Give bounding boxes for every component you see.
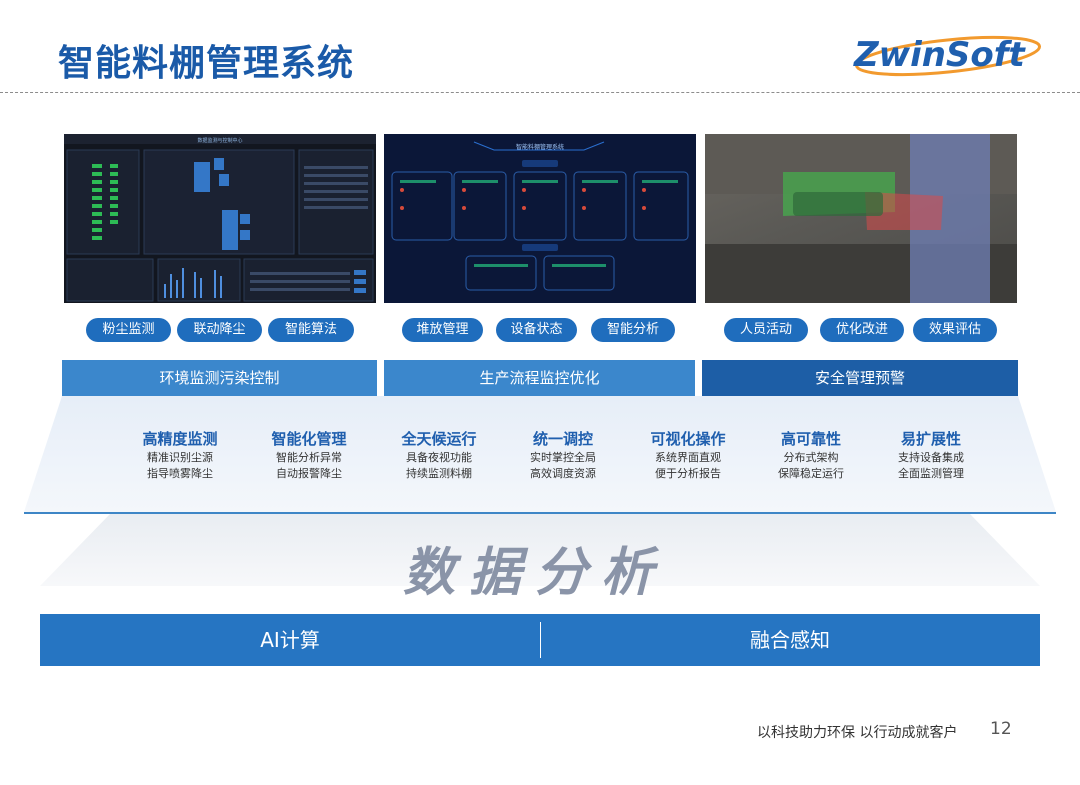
bar-separator (540, 622, 541, 658)
tag-personnel-activity: 人员活动 (724, 318, 808, 342)
band-safety-warning: 安全管理预警 (702, 360, 1018, 396)
management-screenshot: 智能料棚管理系统 (384, 134, 696, 303)
feature-title: 可视化操作 (650, 430, 726, 448)
band-production-monitoring: 生产流程监控优化 (384, 360, 695, 396)
feature-line: 精准识别尘源 (147, 451, 213, 464)
ai-computing-label: AI计算 (260, 628, 320, 652)
tag-effect-evaluation: 效果评估 (913, 318, 997, 342)
feature-line: 全面监测管理 (898, 467, 964, 480)
feature-title: 易扩展性 (900, 430, 961, 448)
feature-title: 全天候运行 (401, 430, 477, 448)
feature-title: 统一调控 (532, 430, 593, 448)
data-analysis-heading: 数据分析 (402, 543, 667, 603)
feature-intelligent-management: 智能化管理 智能分析异常 自动报警降尘 (249, 428, 369, 482)
footer-slogan: 以科技助力环保 以行动成就客户 (757, 725, 958, 741)
feature-line: 自动报警降尘 (276, 467, 342, 480)
feature-line: 保障稳定运行 (778, 467, 844, 480)
feature-line: 系统界面直观 (655, 451, 721, 464)
feature-high-precision: 高精度监测 精准识别尘源 指导喷雾降尘 (120, 428, 240, 482)
feature-title: 智能化管理 (271, 430, 347, 448)
band-environment-monitoring: 环境监测污染控制 (62, 360, 377, 396)
perspective-platform (24, 396, 1056, 586)
feature-visual-operation: 可视化操作 系统界面直观 便于分析报告 (628, 428, 748, 482)
tag-dust-monitoring: 粉尘监测 (86, 318, 171, 342)
feature-line: 智能分析异常 (276, 451, 342, 464)
tag-smart-analysis: 智能分析 (591, 318, 675, 342)
feature-high-reliability: 高可靠性 分布式架构 保障稳定运行 (751, 428, 871, 482)
feature-line: 高效调度资源 (530, 467, 596, 480)
feature-line: 分布式架构 (783, 451, 839, 464)
header-divider (0, 92, 1080, 93)
tag-equipment-status: 设备状态 (496, 318, 577, 342)
feature-all-weather: 全天候运行 具备夜视功能 持续监测料棚 (379, 428, 499, 482)
camera-screenshot (705, 134, 1017, 303)
fusion-perception-label: 融合感知 (750, 628, 830, 652)
feature-title: 高精度监测 (142, 430, 218, 448)
feature-line: 实时掌控全局 (530, 451, 596, 464)
tag-stacking-management: 堆放管理 (402, 318, 483, 342)
feature-line: 具备夜视功能 (406, 451, 472, 464)
svg-text:数据监测与控制中心: 数据监测与控制中心 (197, 137, 242, 144)
feature-line: 持续监测料棚 (406, 467, 472, 480)
dashboard-screenshot: 数据监测与控制中心 (64, 134, 376, 303)
zwinsoft-logo: ZwinSoft (853, 35, 1042, 77)
page-title: 智能料棚管理系统 (58, 43, 355, 84)
svg-text:智能料棚管理系统: 智能料棚管理系统 (516, 143, 564, 151)
feature-line: 指导喷雾降尘 (147, 467, 213, 480)
feature-line: 便于分析报告 (655, 467, 721, 480)
svg-text:ZwinSoft: ZwinSoft (853, 35, 1027, 75)
tag-smart-algorithm: 智能算法 (268, 318, 354, 342)
tag-optimization: 优化改进 (820, 318, 904, 342)
feature-unified-control: 统一调控 实时掌控全局 高效调度资源 (503, 428, 623, 482)
feature-extensibility: 易扩展性 支持设备集成 全面监测管理 (871, 428, 991, 482)
feature-title: 高可靠性 (780, 430, 841, 448)
page-number: 12 (990, 719, 1012, 739)
foundation-bar: AI计算 融合感知 (40, 614, 1040, 666)
feature-line: 支持设备集成 (898, 451, 964, 464)
tag-linked-dust-reduction: 联动降尘 (177, 318, 262, 342)
platform-baseline (24, 512, 1056, 514)
